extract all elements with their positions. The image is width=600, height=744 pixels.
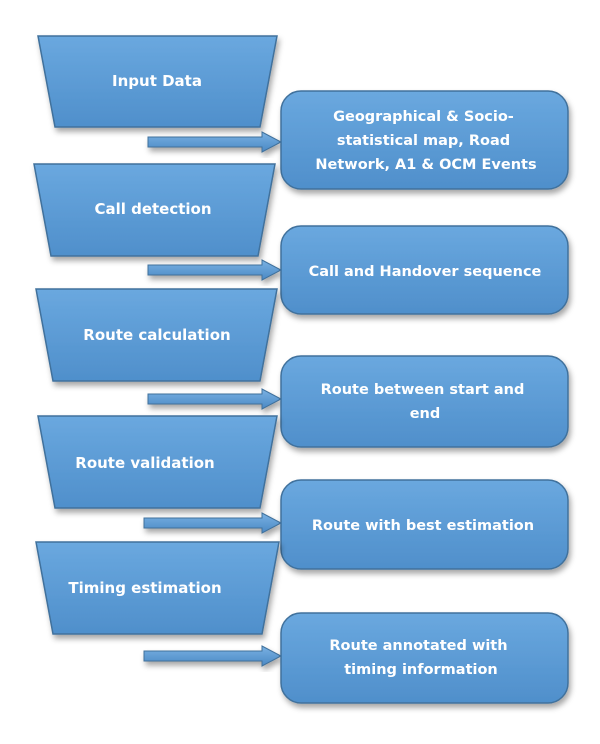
step-shape (37, 415, 278, 509)
output-label-line: Call and Handover sequence (309, 264, 542, 280)
output-label: Route annotated with timing information (329, 638, 512, 678)
output-label-line: Geographical & Socio- (333, 109, 514, 125)
output-label-line: end (410, 406, 441, 422)
step-route-calculation: Route calculation (35, 288, 278, 382)
output-label-line: Route between start and (321, 382, 525, 398)
output-label-line: Network, A1 & OCM Events (315, 157, 536, 173)
connector-arrow (147, 131, 283, 153)
connector-arrow (147, 259, 283, 281)
arrow-shape (143, 512, 283, 534)
step-call-detection: Call detection (33, 163, 276, 257)
step-label: Input Data (112, 72, 202, 90)
connector-arrow (143, 645, 283, 667)
output-route-timing-info: Route annotated with timing information (280, 612, 569, 704)
output-label-line: Route with best estimation (312, 518, 534, 534)
step-shape (37, 35, 278, 128)
output-box (280, 479, 569, 570)
step-timing-estimation: Timing estimation (35, 541, 280, 635)
output-label-line: statistical map, Road (337, 133, 510, 149)
output-box (280, 90, 569, 190)
step-route-validation: Route validation (37, 415, 278, 509)
step-shape (33, 163, 276, 257)
step-label: Timing estimation (68, 579, 221, 597)
step-shape (35, 288, 278, 382)
output-label-line: Route annotated with (329, 638, 507, 654)
output-route-best-estimation: Route with best estimation (280, 479, 569, 570)
output-label: Route with best estimation (312, 518, 534, 534)
output-call-handover: Call and Handover sequence (280, 225, 569, 315)
output-box (280, 225, 569, 315)
step-label: Route validation (75, 454, 214, 472)
step-input-data: Input Data (37, 35, 278, 128)
output-label: Geographical & Socio- statistical map, R… (315, 109, 536, 173)
output-box (280, 355, 569, 448)
step-label: Call detection (94, 200, 211, 218)
output-box (280, 612, 569, 704)
arrow-shape (147, 388, 283, 410)
output-label-line: timing information (344, 662, 498, 678)
connector-arrow (147, 388, 283, 410)
output-label: Route between start and end (321, 382, 530, 422)
step-shape (35, 541, 280, 635)
output-route-start-end: Route between start and end (280, 355, 569, 448)
connector-arrow (143, 512, 283, 534)
arrow-shape (147, 131, 283, 153)
arrow-shape (143, 645, 283, 667)
step-label: Route calculation (83, 326, 230, 344)
output-label: Call and Handover sequence (309, 264, 542, 280)
output-geographical-map: Geographical & Socio- statistical map, R… (280, 90, 569, 190)
arrow-shape (147, 259, 283, 281)
